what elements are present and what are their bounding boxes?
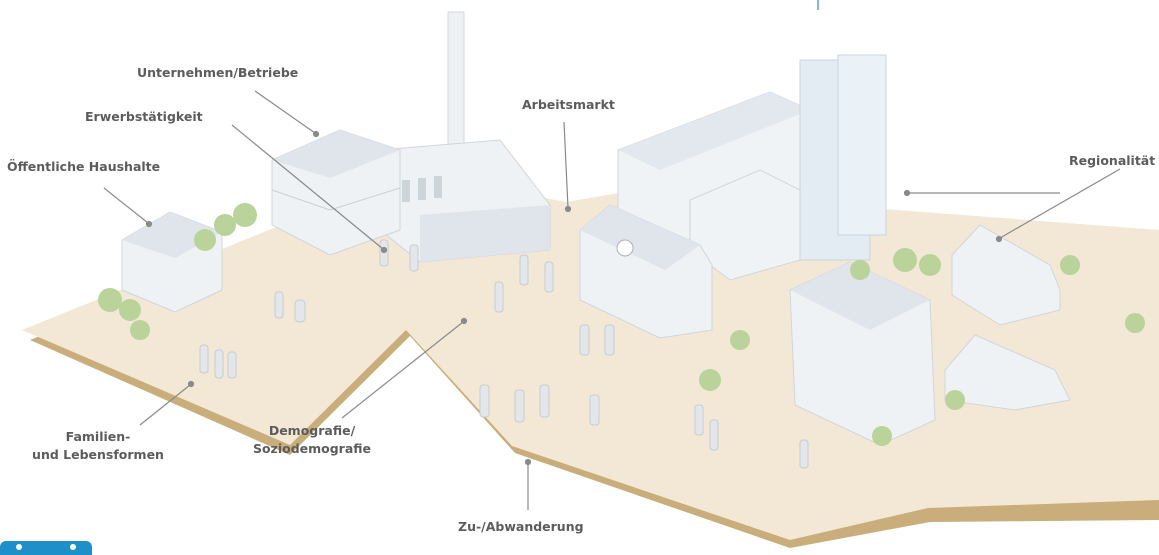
label-demografie-soziodemografie: Demografie/ Soziodemografie [242, 422, 382, 458]
ground-plate [22, 172, 1159, 548]
label-familien-line2: und Lebensformen [32, 447, 164, 462]
label-familien-line1: Familien- [65, 429, 131, 444]
label-regionalitaet: Regionalität [1069, 153, 1156, 168]
office-building [271, 129, 401, 256]
label-unternehmen-betriebe: Unternehmen/Betriebe [137, 65, 299, 80]
label-familien-lebensformen: Familien- und Lebensformen [28, 428, 168, 464]
label-zu-abwanderung: Zu-/Abwanderung [458, 519, 584, 534]
apartment-blocks [617, 54, 887, 281]
people [199, 239, 809, 469]
leader-lines [103, 0, 1121, 510]
logo-dot-icon [16, 544, 22, 550]
label-oeffentliche-haushalte: Öffentliche Haushalte [7, 159, 161, 174]
label-demografie-line2: Soziodemografie [252, 441, 372, 456]
logo-dot-icon [70, 544, 76, 550]
factory-building [379, 11, 551, 263]
corner-logo-badge [0, 541, 92, 555]
residential-building [789, 261, 936, 446]
label-demografie-line1: Demografie/ [268, 423, 356, 438]
trees [98, 203, 1145, 446]
label-erwerbstaetigkeit: Erwerbstätigkeit [85, 109, 203, 124]
station-building [579, 204, 713, 339]
label-arbeitsmarkt: Arbeitsmarkt [522, 97, 615, 112]
house-right [944, 224, 1071, 411]
